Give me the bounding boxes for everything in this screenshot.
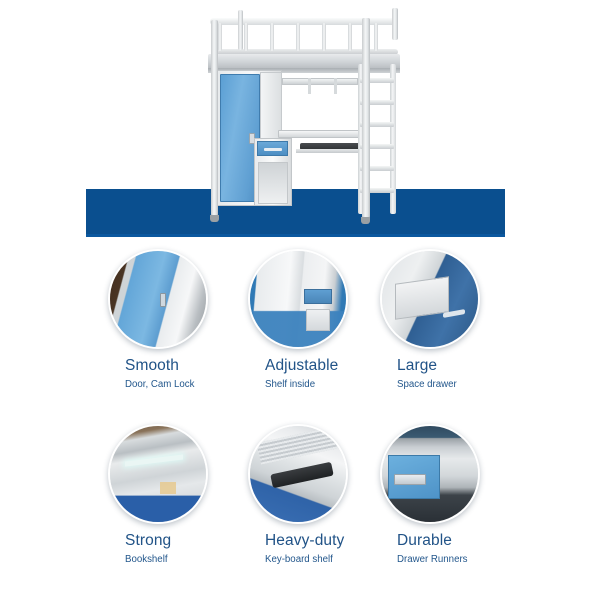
ladder-step — [360, 100, 394, 105]
feature-thumbnail-adjustable[interactable] — [248, 249, 348, 349]
feature-subtitle: Bookshelf — [125, 554, 168, 565]
keyboard-shelf-closeup-image — [250, 426, 346, 522]
feature-heading: Heavy-duty — [265, 532, 345, 549]
guard-rail-baluster — [218, 23, 222, 51]
feature-thumbnail-heavy-duty[interactable] — [248, 424, 348, 524]
feature-heading: Strong — [125, 532, 172, 549]
bed-guard-rail-top — [210, 18, 398, 25]
bed-ladder — [356, 64, 400, 214]
feature-item-large[interactable]: Large Space drawer — [355, 240, 515, 415]
ladder-step — [360, 144, 394, 149]
desk-top — [278, 130, 364, 138]
bed-foot — [361, 217, 370, 224]
guard-rail-baluster — [348, 23, 352, 51]
hero-product-image — [0, 0, 600, 240]
wardrobe-blue-door — [220, 74, 260, 202]
feature-item-adjustable[interactable]: Adjustable Shelf inside — [223, 240, 383, 415]
blue-cabinet-door-closeup-image — [110, 251, 206, 347]
keyboard-tray-base — [296, 149, 364, 153]
feature-thumbnail-large[interactable] — [380, 249, 480, 349]
ladder-rail-left — [358, 64, 364, 214]
feature-subtitle: Space drawer — [397, 379, 457, 390]
feature-thumbnail-strong[interactable] — [108, 424, 208, 524]
feature-thumbnail-durable[interactable] — [380, 424, 480, 524]
feature-subtitle: Shelf inside — [265, 379, 316, 390]
feature-row-top: Smooth Door, Cam Lock Adjustable Shelf i… — [0, 240, 600, 415]
bed-post-back-right — [392, 8, 398, 40]
feature-subtitle: Door, Cam Lock — [125, 379, 195, 390]
pedestal-open-compartment — [258, 162, 288, 204]
guard-rail-baluster — [270, 23, 274, 51]
guard-rail-baluster — [244, 23, 248, 51]
ladder-rail-right — [390, 64, 396, 214]
bed-post-back-left — [238, 10, 243, 50]
bed-guard-rail-bottom — [212, 49, 398, 55]
bed-post-front-right — [362, 18, 370, 218]
loft-bed-illustration — [196, 4, 404, 230]
ladder-step — [360, 188, 394, 193]
feature-item-smooth[interactable]: Smooth Door, Cam Lock — [83, 240, 243, 415]
drawer-runner-closeup-image — [382, 426, 478, 522]
bed-foot — [210, 215, 219, 222]
ladder-step — [360, 78, 394, 83]
feature-row-bottom: Strong Bookshelf Heavy-duty Key-board sh… — [0, 415, 600, 590]
feature-grid: Smooth Door, Cam Lock Adjustable Shelf i… — [0, 240, 600, 600]
hanging-shelf — [282, 78, 358, 85]
ladder-step — [360, 122, 394, 127]
bed-mattress-deck — [208, 54, 400, 70]
shelf-divider — [308, 78, 311, 94]
keyboard-tray — [300, 143, 362, 150]
bed-deck-edge — [208, 68, 400, 73]
feature-item-durable[interactable]: Durable Drawer Runners — [355, 415, 515, 590]
feature-heading: Smooth — [125, 357, 180, 374]
feature-thumbnail-smooth[interactable] — [108, 249, 208, 349]
feature-heading: Adjustable — [265, 357, 339, 374]
cabinet-interior-shelf-closeup-image — [250, 251, 346, 347]
shelf-divider — [334, 78, 337, 94]
feature-item-heavy-duty[interactable]: Heavy-duty Key-board shelf — [223, 415, 383, 590]
guard-rail-baluster — [322, 23, 326, 51]
feature-heading: Large — [397, 357, 438, 374]
feature-heading: Durable — [397, 532, 452, 549]
guard-rail-baluster — [296, 23, 300, 51]
hero-blue-banner — [86, 189, 505, 237]
bed-post-front-left — [211, 20, 218, 216]
feature-item-strong[interactable]: Strong Bookshelf — [83, 415, 243, 590]
guard-rail-baluster — [374, 23, 378, 51]
under-bed-bookshelf-closeup-image — [110, 426, 206, 522]
open-drawer-closeup-image — [382, 251, 478, 347]
feature-subtitle: Drawer Runners — [397, 554, 468, 565]
feature-subtitle: Key-board shelf — [265, 554, 333, 565]
ladder-step — [360, 166, 394, 171]
pedestal-drawer — [257, 141, 288, 156]
